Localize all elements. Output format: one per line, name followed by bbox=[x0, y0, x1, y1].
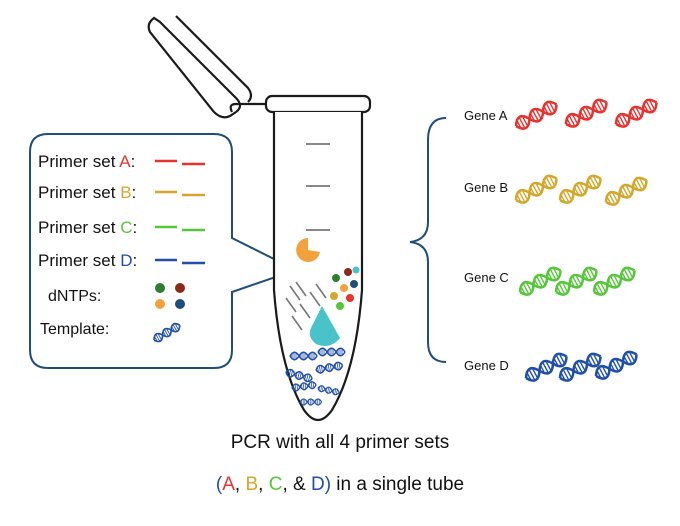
gene-row-c: Gene C bbox=[464, 263, 639, 299]
caption-line-1: PCR with all 4 primer sets bbox=[231, 432, 450, 453]
primer-set-c-label: Primer set C: bbox=[38, 218, 137, 237]
primer-set-b-label: Primer set B: bbox=[38, 183, 136, 202]
gene-c-label: Gene C bbox=[464, 270, 509, 285]
gene-row-a: Gene A bbox=[464, 95, 661, 133]
gene-a-label: Gene A bbox=[464, 108, 508, 123]
primer-set-a-label: Primer set A: bbox=[38, 152, 135, 171]
pcr-tube-icon bbox=[147, 15, 372, 422]
enzyme-icon bbox=[309, 306, 340, 346]
legend-callout bbox=[29, 133, 299, 369]
gene-a-dna-icon bbox=[511, 95, 661, 133]
primer-row-a: Primer set A: bbox=[38, 152, 205, 171]
gene-row-d: Gene D bbox=[464, 347, 641, 385]
tube-contents bbox=[284, 238, 360, 406]
gene-d-dna-icon bbox=[521, 347, 641, 385]
gene-b-label: Gene B bbox=[464, 180, 508, 195]
dntps-label: dNTPs: bbox=[48, 288, 101, 305]
gene-row-b: Gene B bbox=[464, 171, 651, 209]
primer-row-b: Primer set B: bbox=[38, 183, 205, 202]
gene-c-dna-icon bbox=[515, 263, 639, 299]
primer-d-icon bbox=[155, 258, 205, 265]
primer-row-d: Primer set D: bbox=[38, 251, 205, 270]
primer-row-c: Primer set C: bbox=[38, 218, 205, 237]
dntps-icon bbox=[155, 283, 185, 309]
primer-set-d-label: Primer set D: bbox=[38, 251, 137, 270]
primer-a-icon bbox=[155, 159, 205, 166]
gene-d-label: Gene D bbox=[464, 358, 509, 373]
gene-brace bbox=[409, 117, 447, 363]
gene-b-dna-icon bbox=[511, 171, 651, 209]
caption-line-2: (A, B, C, & D) in a single tube bbox=[216, 474, 464, 495]
primer-b-icon bbox=[155, 190, 205, 197]
polymerase-icon bbox=[296, 238, 320, 262]
primer-c-icon bbox=[155, 225, 205, 232]
template-label: Template: bbox=[40, 321, 109, 338]
